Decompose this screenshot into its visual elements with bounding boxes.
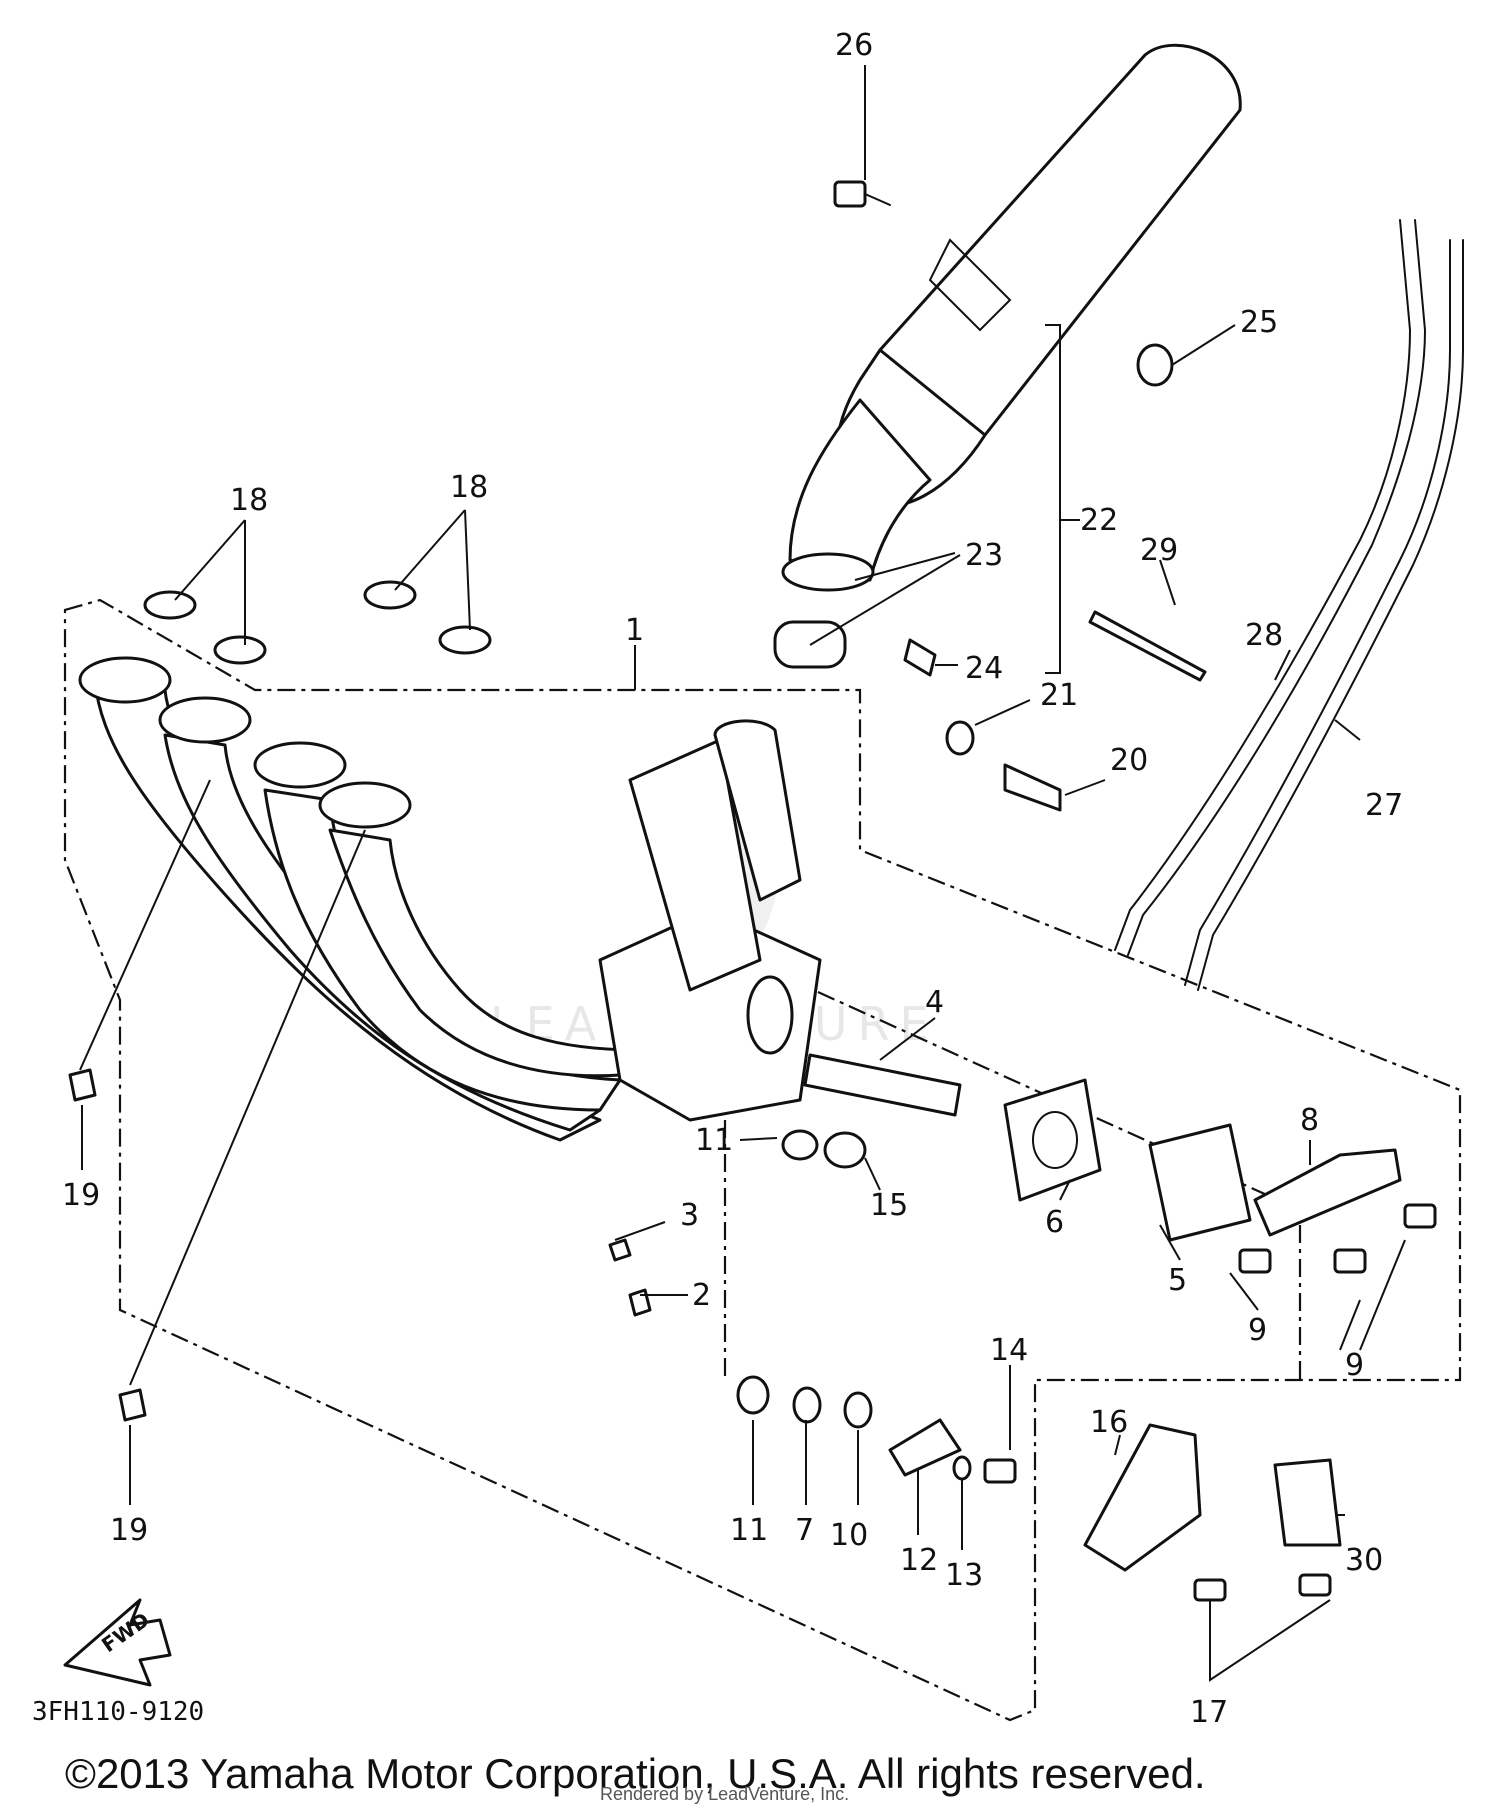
bolt-9-b bbox=[1333, 1248, 1367, 1274]
washer-13 bbox=[952, 1455, 972, 1481]
bushing-11-a bbox=[781, 1129, 819, 1161]
callout-10: 10 bbox=[830, 1518, 868, 1553]
callout-19-a: 19 bbox=[62, 1178, 100, 1213]
header-flange-3 bbox=[253, 741, 347, 789]
callout-12: 12 bbox=[900, 1543, 938, 1578]
callout-9-b: 9 bbox=[1345, 1348, 1364, 1383]
callout-7: 7 bbox=[795, 1513, 814, 1548]
collar-7 bbox=[792, 1386, 822, 1424]
callout-18-b: 18 bbox=[450, 470, 488, 505]
callout-29: 29 bbox=[1140, 533, 1178, 568]
collector-outlet bbox=[628, 738, 762, 992]
hardware bbox=[68, 180, 1437, 1602]
screw-17-a bbox=[1193, 1578, 1227, 1602]
copyright-notice: ©2013 Yamaha Motor Corporation, U.S.A. A… bbox=[65, 1750, 1206, 1797]
callout-14: 14 bbox=[990, 1333, 1028, 1368]
washer-10 bbox=[843, 1391, 873, 1429]
callout-16: 16 bbox=[1090, 1405, 1128, 1440]
pulley-12 bbox=[888, 1418, 962, 1477]
gasket-18-d bbox=[438, 625, 492, 655]
callout-2: 2 bbox=[692, 1278, 711, 1313]
shaft-4 bbox=[803, 1053, 962, 1117]
nut-19-b bbox=[118, 1388, 147, 1422]
bolt-24 bbox=[903, 638, 937, 677]
callout-1: 1 bbox=[625, 613, 644, 648]
callout-30: 30 bbox=[1345, 1543, 1383, 1578]
callout-3: 3 bbox=[680, 1198, 699, 1233]
callout-20: 20 bbox=[1110, 743, 1148, 778]
callout-23: 23 bbox=[965, 538, 1003, 573]
callout-9-a: 9 bbox=[1248, 1313, 1267, 1348]
assembly-boundary-1 bbox=[63, 598, 1462, 1722]
gasket-18-c bbox=[363, 580, 417, 610]
callout-18-a: 18 bbox=[230, 483, 268, 518]
callout-4: 4 bbox=[925, 985, 944, 1020]
gasket-18-b bbox=[213, 635, 267, 665]
header-flange-4 bbox=[318, 781, 412, 829]
servo-30 bbox=[1273, 1458, 1342, 1547]
diagram-reference-code: 3FH110-9120 bbox=[32, 1697, 204, 1727]
bracket-5 bbox=[1148, 1123, 1252, 1242]
subassembly-boundary-vacuum bbox=[724, 948, 1302, 1380]
bolt-2 bbox=[628, 1288, 652, 1317]
callout-13: 13 bbox=[945, 1558, 983, 1593]
callout-19-b: 19 bbox=[110, 1513, 148, 1548]
callout-27: 27 bbox=[1365, 788, 1403, 823]
fwd-arrow-icon: FWD bbox=[63, 1598, 172, 1687]
bolt-14 bbox=[983, 1458, 1017, 1484]
callout-22: 22 bbox=[1080, 503, 1118, 538]
gasket-18-a bbox=[143, 590, 197, 620]
nut-19-a bbox=[68, 1068, 97, 1102]
muffler bbox=[781, 43, 1242, 592]
callout-21: 21 bbox=[1040, 678, 1078, 713]
callout-8: 8 bbox=[1300, 1103, 1319, 1138]
bushing-11-b bbox=[736, 1375, 770, 1415]
cover-16 bbox=[1083, 1423, 1202, 1572]
callout-17: 17 bbox=[1190, 1695, 1228, 1730]
callout-labels: 1 2 3 4 5 6 7 8 9 9 10 11 11 12 13 14 15… bbox=[62, 28, 1403, 1730]
callout-28: 28 bbox=[1245, 618, 1283, 653]
rendered-by-notice: Rendered by LeadVenture, Inc. bbox=[600, 1784, 849, 1804]
nut-25 bbox=[1136, 343, 1174, 387]
header-flange-1 bbox=[78, 656, 172, 704]
callout-11-b: 11 bbox=[730, 1513, 768, 1548]
callout-24: 24 bbox=[965, 651, 1003, 686]
callout-6: 6 bbox=[1045, 1205, 1064, 1240]
callout-15: 15 bbox=[870, 1188, 908, 1223]
seal-15 bbox=[823, 1131, 867, 1169]
bolt-20 bbox=[1003, 763, 1062, 812]
bolt-9-a bbox=[1238, 1248, 1272, 1274]
header-flange-2 bbox=[158, 696, 252, 744]
bolt-26 bbox=[833, 180, 867, 208]
washer-21 bbox=[945, 720, 975, 756]
leader-lines bbox=[79, 65, 1406, 1682]
gasket-6 bbox=[1003, 1078, 1102, 1202]
bolt-9-c bbox=[1403, 1203, 1437, 1229]
callout-5: 5 bbox=[1168, 1263, 1187, 1298]
collector-port bbox=[746, 975, 794, 1055]
pulley-lever-8 bbox=[1253, 1148, 1402, 1237]
callout-26: 26 bbox=[835, 28, 873, 63]
callout-11-a: 11 bbox=[695, 1123, 733, 1158]
callout-25: 25 bbox=[1240, 305, 1278, 340]
exhaust-valve-cables bbox=[1114, 219, 1464, 991]
nut-3 bbox=[608, 1238, 632, 1262]
muffler-inlet bbox=[781, 552, 875, 592]
stud-29 bbox=[1088, 610, 1207, 682]
screw-17-b bbox=[1298, 1573, 1332, 1597]
exhaust-header-pipes bbox=[78, 656, 822, 1142]
